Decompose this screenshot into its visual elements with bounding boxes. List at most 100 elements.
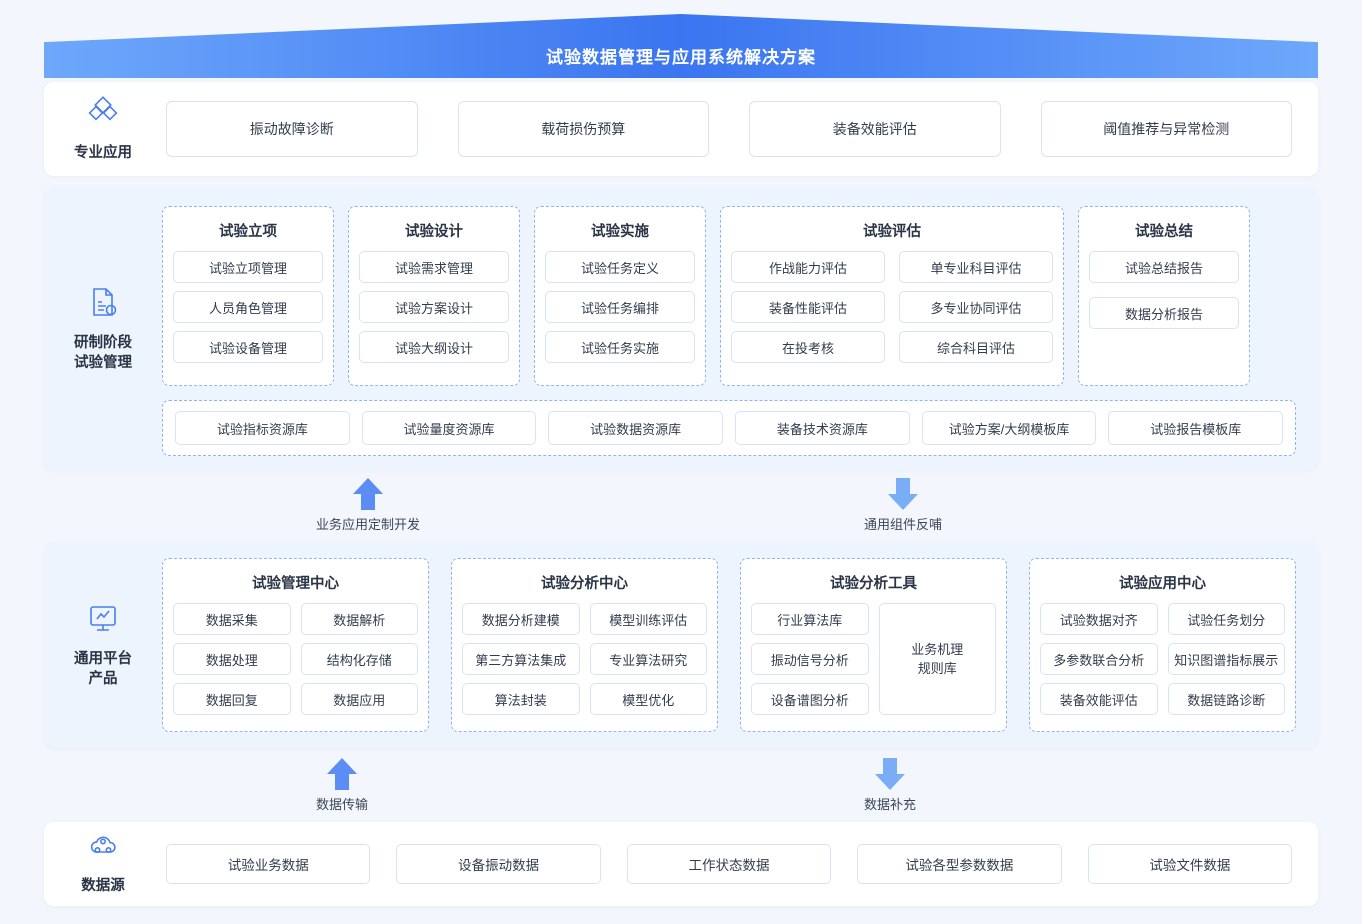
group-title: 试验评估: [863, 224, 921, 240]
group-item[interactable]: 装备性能评估: [731, 291, 885, 323]
group-item[interactable]: 数据解析: [300, 603, 418, 635]
group-title: 试验分析工具: [830, 576, 917, 592]
resource-library-row: 试验指标资源库 试验量度资源库 试验数据资源库 装备技术资源库 试验方案/大纲模…: [162, 400, 1296, 456]
group-item[interactable]: 算法封装: [462, 683, 580, 715]
group-item[interactable]: 试验总结报告: [1089, 251, 1239, 283]
group-item[interactable]: 数据应用: [300, 683, 418, 715]
group-item[interactable]: 数据链路诊断: [1167, 683, 1285, 715]
section-label-text: 专业应用: [74, 145, 132, 161]
resource-item[interactable]: 装备技术资源库: [735, 411, 910, 445]
monitor-icon: [86, 601, 120, 642]
section-professional-applications: 专业应用 振动故障诊断 载荷损伤预算 装备效能评估 阈值推荐与异常检测: [44, 82, 1318, 176]
group-title: 试验应用中心: [1119, 576, 1206, 592]
section-label-professional-applications: 专业应用: [44, 94, 162, 163]
group-title: 试验总结: [1135, 224, 1193, 240]
group-item[interactable]: 数据分析建模: [462, 603, 580, 635]
resource-item[interactable]: 试验方案/大纲模板库: [921, 411, 1097, 445]
group-item[interactable]: 人员角色管理: [173, 291, 323, 323]
group-grid: 数据采集 数据处理 数据回复 数据解析 结构化存储 数据应用: [173, 603, 418, 715]
tool-right: 业务机理 规则库: [878, 603, 996, 715]
group-test-analysis-tools: 试验分析工具 行业算法库 振动信号分析 设备谱图分析 业务机理 规则库: [740, 558, 1007, 732]
banner-shape: 试验数据管理与应用系统解决方案: [44, 14, 1318, 78]
group-item[interactable]: 数据采集: [173, 603, 291, 635]
group-item[interactable]: 综合科目评估: [899, 331, 1053, 363]
group-item[interactable]: 试验任务实施: [545, 331, 695, 363]
group-item[interactable]: 装备效能评估: [1040, 683, 1158, 715]
group-item[interactable]: 试验任务编排: [545, 291, 695, 323]
app-card[interactable]: 阈值推荐与异常检测: [1040, 101, 1292, 157]
group-item[interactable]: 试验任务定义: [545, 251, 695, 283]
resource-item[interactable]: 试验报告模板库: [1108, 411, 1284, 445]
group-item[interactable]: 多参数联合分析: [1040, 643, 1158, 675]
tool-left: 行业算法库 振动信号分析 设备谱图分析: [751, 603, 869, 715]
data-source-card[interactable]: 工作状态数据: [626, 844, 832, 884]
data-source-card[interactable]: 设备振动数据: [396, 844, 601, 884]
group-item[interactable]: 第三方算法集成: [462, 643, 580, 675]
group-item[interactable]: 试验数据对齐: [1040, 603, 1158, 635]
evaluation-columns: 作战能力评估 装备性能评估 在投考核 单专业科目评估 多专业协同评估 综合科目评…: [731, 251, 1053, 363]
grid-left: 数据采集 数据处理 数据回复: [173, 603, 291, 715]
group-item[interactable]: 试验任务划分: [1167, 603, 1285, 635]
group-item[interactable]: 数据回复: [173, 683, 291, 715]
group-title: 试验实施: [591, 224, 649, 240]
data-source-card[interactable]: 试验文件数据: [1087, 844, 1293, 884]
data-source-card[interactable]: 试验业务数据: [166, 844, 371, 884]
grid-left: 数据分析建模 第三方算法集成 算法封装: [462, 603, 580, 715]
section-label-text: 研制阶段 试验管理: [74, 335, 132, 371]
group-test-design: 试验设计 试验需求管理 试验方案设计 试验大纲设计: [348, 206, 520, 386]
resource-item[interactable]: 试验量度资源库: [361, 411, 537, 445]
arrow-label: 数据传输: [316, 797, 369, 812]
group-item[interactable]: 试验方案设计: [359, 291, 509, 323]
section-label-general-platform: 通用平台 产品: [44, 542, 162, 748]
evaluation-right-column: 单专业科目评估 多专业协同评估 综合科目评估: [899, 251, 1053, 363]
group-item[interactable]: 振动信号分析: [751, 643, 869, 675]
professional-application-cards: 振动故障诊断 载荷损伤预算 装备效能评估 阈值推荐与异常检测: [162, 101, 1318, 157]
group-item[interactable]: 行业算法库: [751, 603, 869, 635]
group-item[interactable]: 试验需求管理: [359, 251, 509, 283]
group-title: 试验分析中心: [541, 576, 628, 592]
document-chart-icon: [86, 285, 120, 326]
group-item[interactable]: 数据分析报告: [1089, 297, 1239, 329]
group-item-rule-library[interactable]: 业务机理 规则库: [878, 603, 996, 715]
arrow-label: 通用组件反哺: [864, 517, 943, 532]
resource-item[interactable]: 试验数据资源库: [548, 411, 724, 445]
arrow-data-supplement: 数据补充: [864, 756, 916, 813]
group-item[interactable]: 知识图谱指标展示: [1167, 643, 1285, 675]
group-item[interactable]: 试验立项管理: [173, 251, 323, 283]
data-source-card[interactable]: 试验各型参数数据: [857, 844, 1062, 884]
group-item[interactable]: 试验大纲设计: [359, 331, 509, 363]
arrow-custom-development: 业务应用定制开发: [316, 476, 420, 533]
section-label-text: 数据源: [81, 878, 125, 894]
platform-groups: 试验管理中心 数据采集 数据处理 数据回复 数据解析 结构化存储 数据应用 试验…: [162, 542, 1318, 748]
group-item[interactable]: 数据处理: [173, 643, 291, 675]
section-data-sources: 数据源 试验业务数据 设备振动数据 工作状态数据 试验各型参数数据 试验文件数据: [44, 822, 1318, 906]
banner-title: 试验数据管理与应用系统解决方案: [546, 48, 816, 67]
group-item[interactable]: 多专业协同评估: [899, 291, 1053, 323]
arrow-data-transfer: 数据传输: [316, 756, 368, 813]
group-item[interactable]: 模型优化: [589, 683, 707, 715]
app-card[interactable]: 载荷损伤预算: [457, 101, 709, 157]
group-item[interactable]: 作战能力评估: [731, 251, 885, 283]
group-test-analysis-center: 试验分析中心 数据分析建模 第三方算法集成 算法封装 模型训练评估 专业算法研究…: [451, 558, 718, 732]
group-test-application-center: 试验应用中心 试验数据对齐 多参数联合分析 装备效能评估 试验任务划分 知识图谱…: [1029, 558, 1296, 732]
app-card[interactable]: 装备效能评估: [749, 101, 1001, 157]
group-item[interactable]: 设备谱图分析: [751, 683, 869, 715]
arrow-up-icon: [327, 758, 357, 790]
group-title: 试验设计: [405, 224, 463, 240]
group-item[interactable]: 试验设备管理: [173, 331, 323, 363]
group-title: 试验管理中心: [252, 576, 339, 592]
app-card[interactable]: 振动故障诊断: [166, 101, 418, 157]
group-item[interactable]: 在投考核: [731, 331, 885, 363]
arrow-label: 业务应用定制开发: [316, 517, 421, 532]
group-grid: 数据分析建模 第三方算法集成 算法封装 模型训练评估 专业算法研究 模型优化: [462, 603, 707, 715]
group-test-initiation: 试验立项 试验立项管理 人员角色管理 试验设备管理: [162, 206, 334, 386]
grid-right: 数据解析 结构化存储 数据应用: [300, 603, 418, 715]
group-test-management-center: 试验管理中心 数据采集 数据处理 数据回复 数据解析 结构化存储 数据应用: [162, 558, 429, 732]
group-item[interactable]: 模型训练评估: [589, 603, 707, 635]
group-item[interactable]: 单专业科目评估: [899, 251, 1053, 283]
group-item[interactable]: 结构化存储: [300, 643, 418, 675]
group-item[interactable]: 专业算法研究: [589, 643, 707, 675]
resource-item[interactable]: 试验指标资源库: [175, 411, 350, 445]
group-test-summary: 试验总结 试验总结报告 数据分析报告: [1078, 206, 1250, 386]
group-grid: 试验数据对齐 多参数联合分析 装备效能评估 试验任务划分 知识图谱指标展示 数据…: [1040, 603, 1285, 715]
